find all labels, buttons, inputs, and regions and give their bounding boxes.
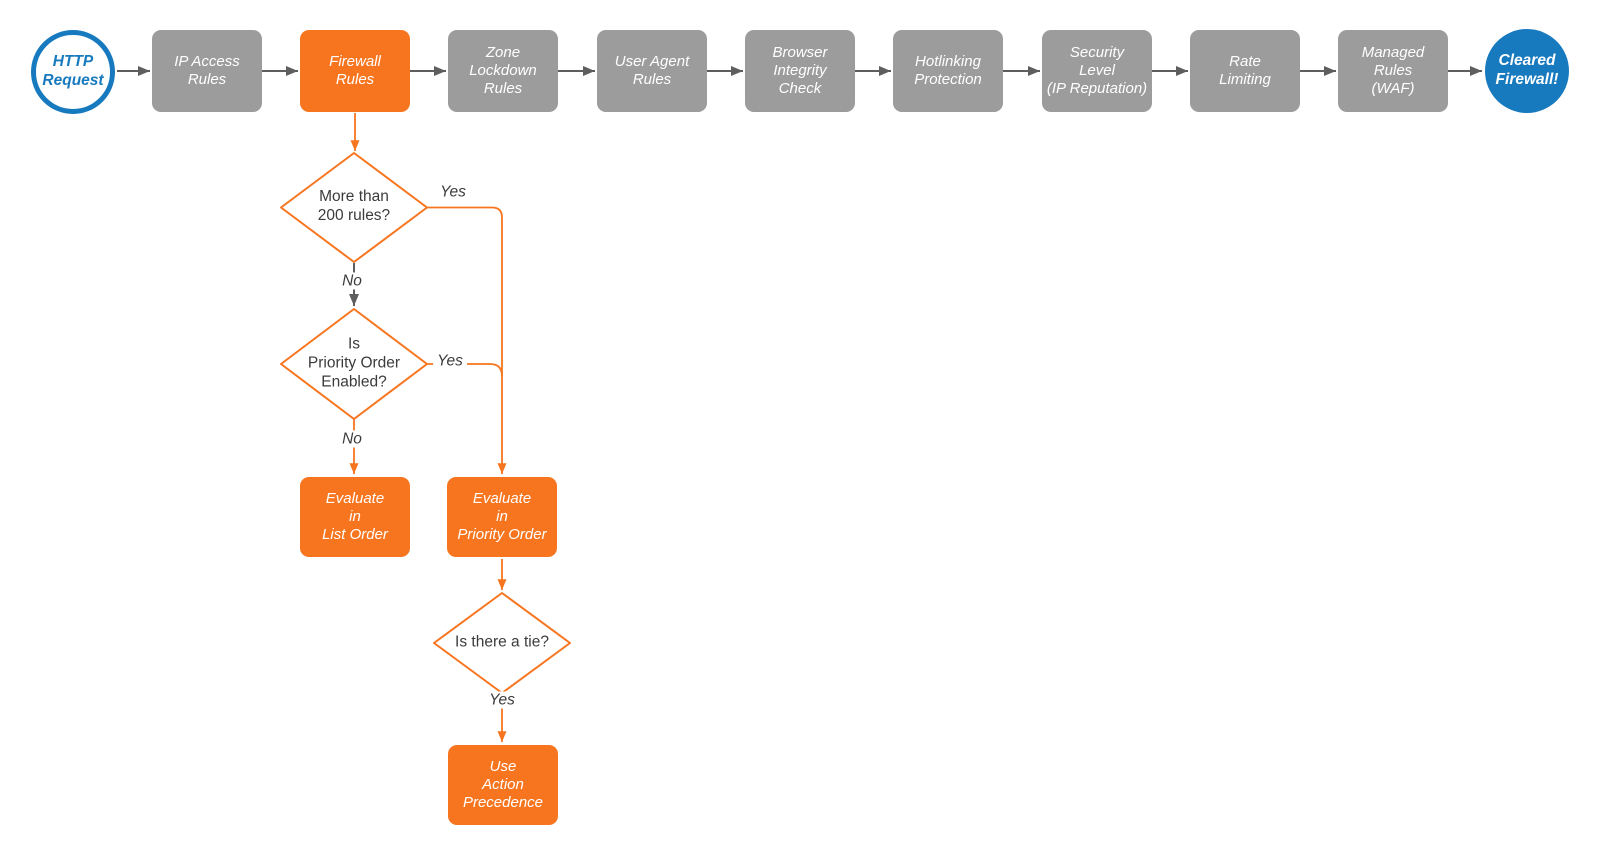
- node-evaluate-list-order-label: Evaluate in List Order: [322, 489, 388, 544]
- node-browser-integrity-check-label: Browser Integrity Check: [772, 43, 828, 98]
- node-cleared-firewall-label: Cleared Firewall!: [1495, 52, 1559, 88]
- node-evaluate-list-order: Evaluate in List Order: [300, 477, 410, 557]
- node-browser-integrity-check: Browser Integrity Check: [745, 30, 855, 112]
- edge-label-priority-yes: Yes: [433, 352, 467, 370]
- node-rate-limiting-label: Rate Limiting: [1219, 52, 1271, 88]
- edge-priority-enabled-yes-join: [427, 363, 503, 377]
- node-managed-rules-waf-label: Managed Rules (WAF): [1361, 43, 1425, 98]
- edge-label-tie-yes: Yes: [485, 691, 519, 709]
- node-evaluate-priority-order-label: Evaluate in Priority Order: [457, 489, 547, 544]
- node-firewall-rules: Firewall Rules: [300, 30, 410, 112]
- node-http-request-label: HTTP Request: [42, 53, 104, 89]
- edge-label-rules-no: No: [338, 272, 366, 290]
- node-ip-access-rules-label: IP Access Rules: [174, 52, 240, 88]
- node-zone-lockdown-rules-label: Zone Lockdown Rules: [469, 43, 537, 98]
- node-use-action-precedence-label: Use Action Precedence: [462, 757, 544, 812]
- node-user-agent-rules: User Agent Rules: [597, 30, 707, 112]
- node-user-agent-rules-label: User Agent Rules: [614, 52, 690, 88]
- decision-priority-order-enabled: Is Priority Order Enabled?: [289, 336, 419, 393]
- node-http-request: HTTP Request: [31, 30, 115, 114]
- node-firewall-rules-label: Firewall Rules: [329, 52, 381, 88]
- edge-label-rules-yes: Yes: [436, 183, 470, 201]
- decision-is-there-a-tie: Is there a tie?: [432, 634, 572, 653]
- diamond-more-than-200-rules: [280, 152, 428, 263]
- node-managed-rules-waf: Managed Rules (WAF): [1338, 30, 1448, 112]
- node-security-level: Security Level (IP Reputation): [1042, 30, 1152, 112]
- node-hotlinking-protection: Hotlinking Protection: [893, 30, 1003, 112]
- node-cleared-firewall: Cleared Firewall!: [1485, 29, 1569, 113]
- edge-200-rules-yes-to-priority-order: [427, 206, 507, 474]
- node-rate-limiting: Rate Limiting: [1190, 30, 1300, 112]
- decision-is-there-a-tie-label: Is there a tie?: [455, 633, 549, 651]
- node-ip-access-rules: IP Access Rules: [152, 30, 262, 112]
- node-security-level-label: Security Level (IP Reputation): [1046, 43, 1148, 98]
- decision-more-than-200-rules: More than 200 rules?: [289, 188, 419, 226]
- node-zone-lockdown-rules: Zone Lockdown Rules: [448, 30, 558, 112]
- edge-label-priority-no: No: [338, 430, 366, 448]
- decision-priority-order-enabled-label: Is Priority Order Enabled?: [307, 335, 401, 391]
- node-evaluate-priority-order: Evaluate in Priority Order: [447, 477, 557, 557]
- decision-more-than-200-rules-label: More than 200 rules?: [317, 188, 391, 224]
- node-use-action-precedence: Use Action Precedence: [448, 745, 558, 825]
- node-hotlinking-protection-label: Hotlinking Protection: [914, 52, 982, 88]
